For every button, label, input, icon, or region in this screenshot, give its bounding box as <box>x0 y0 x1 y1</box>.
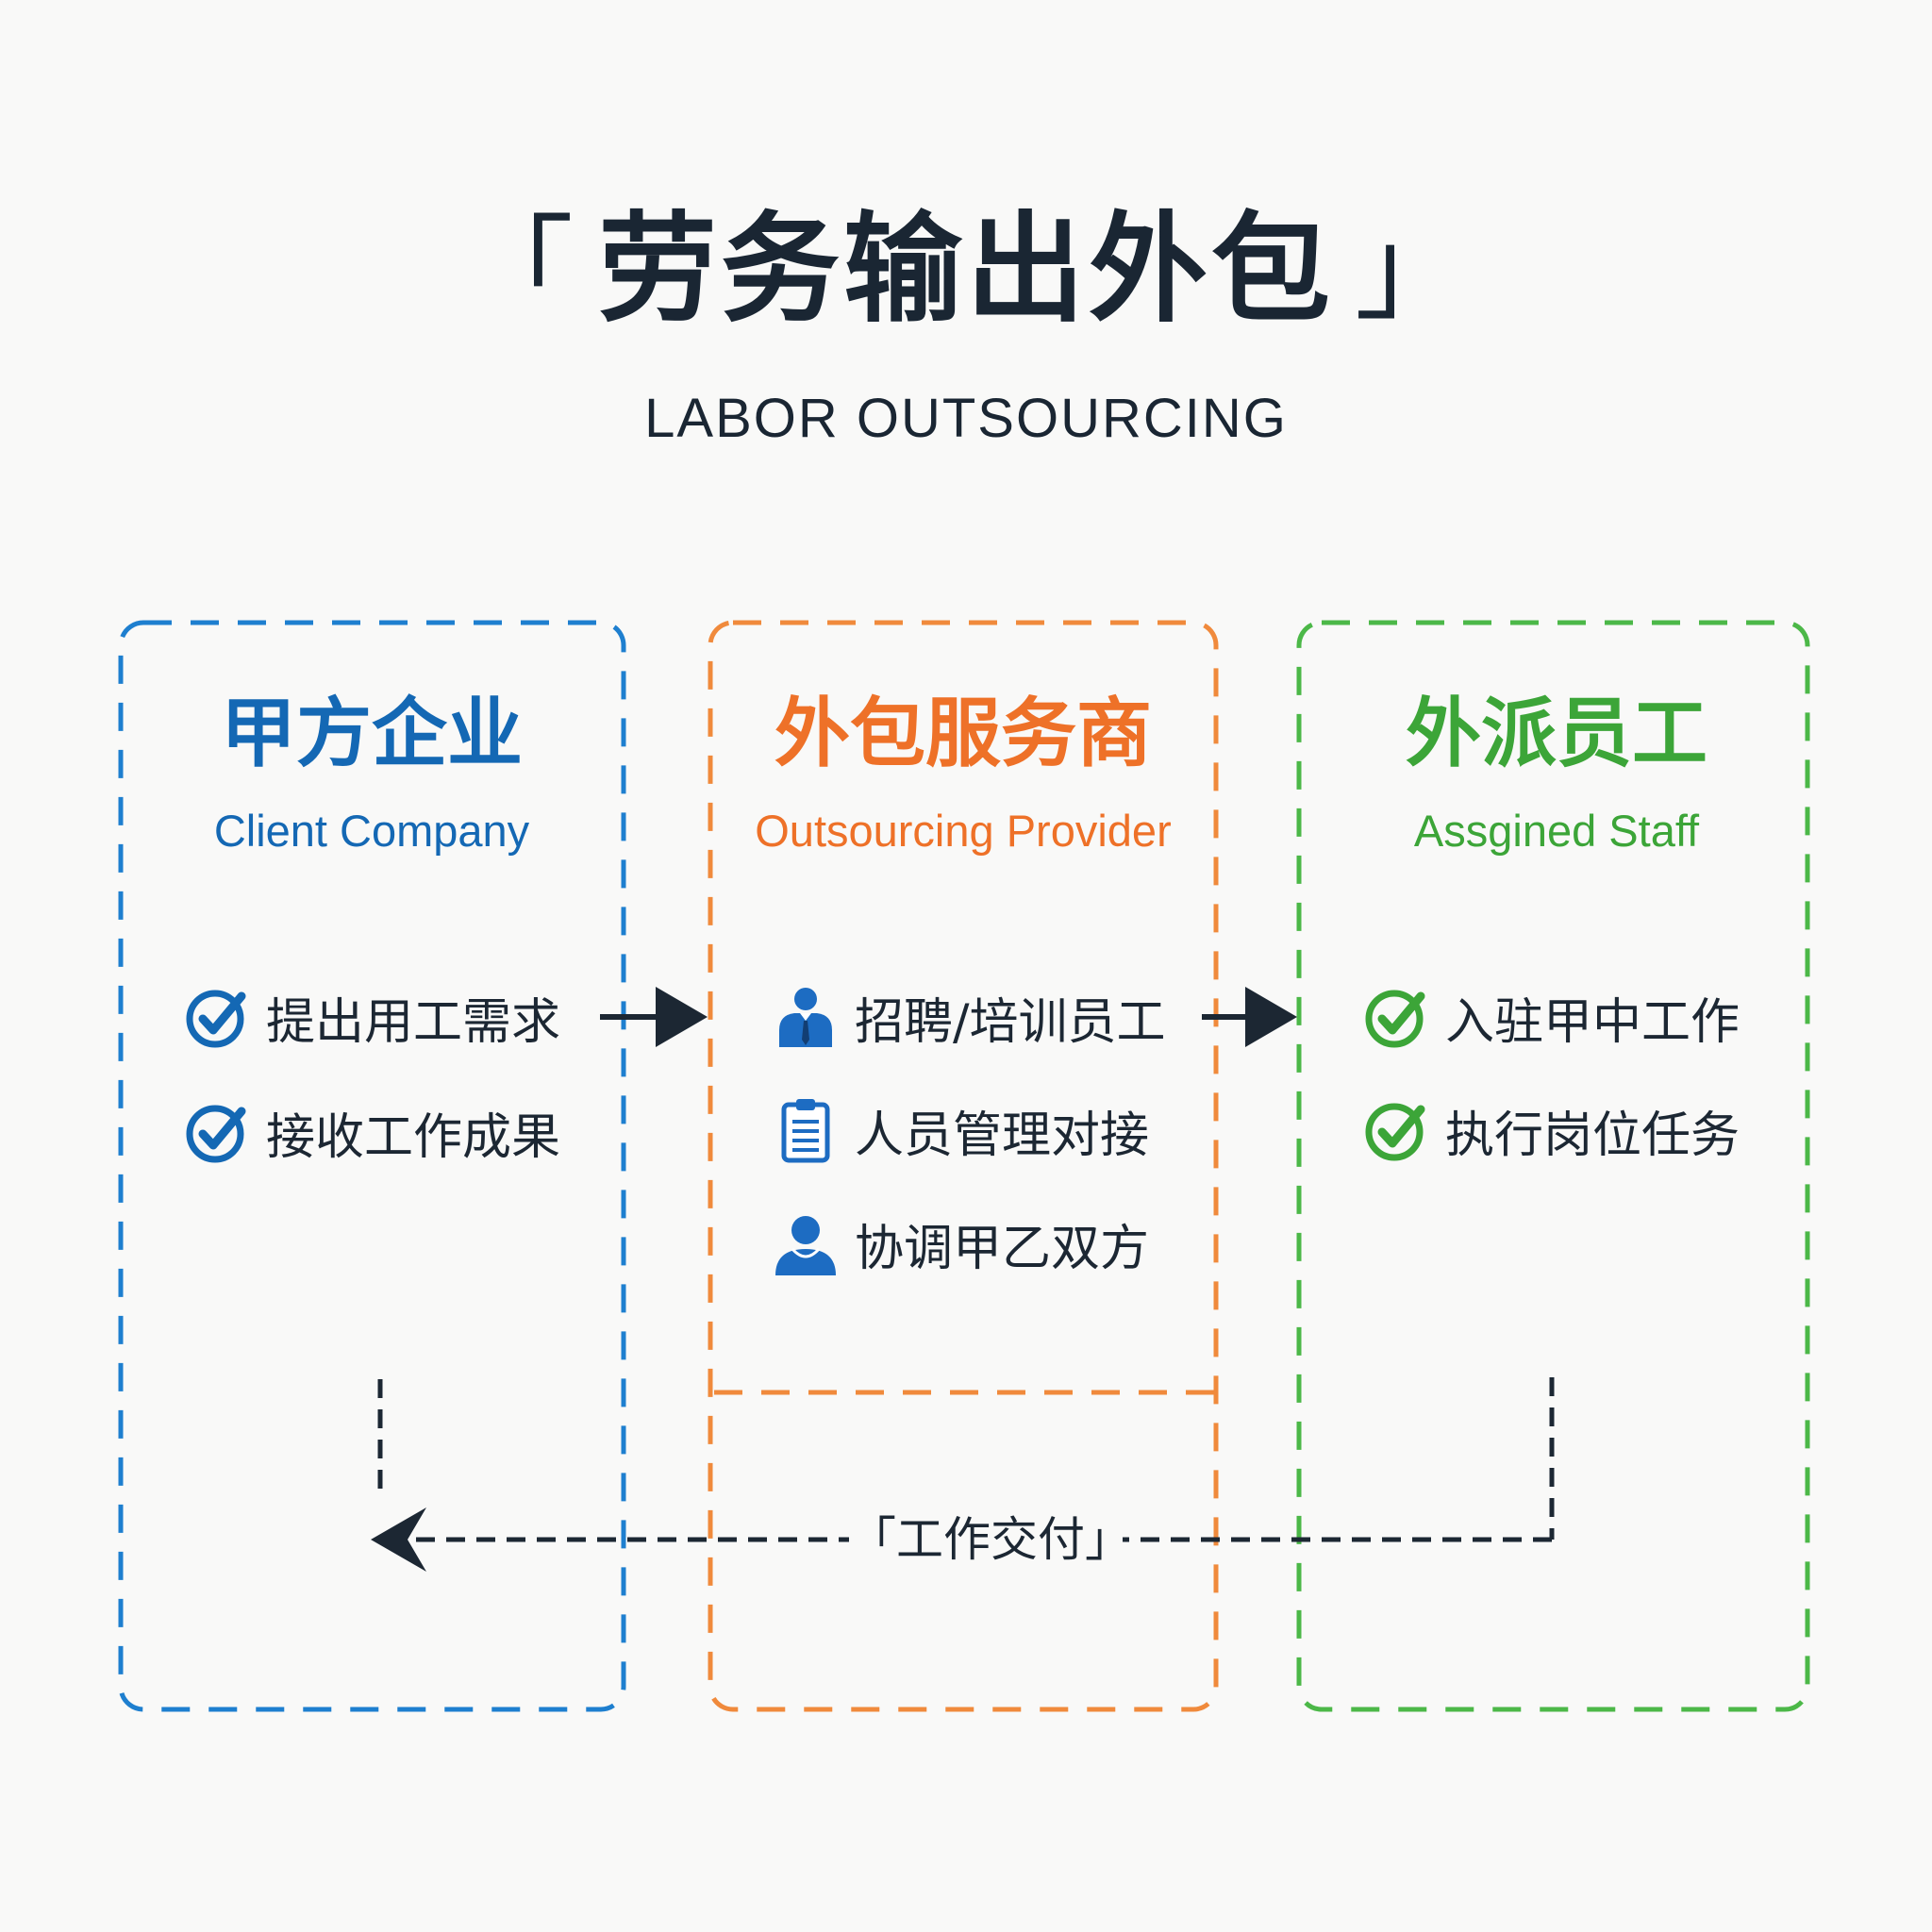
staff-item-label: 执行岗位任务 <box>1445 1107 1740 1164</box>
provider-item: 招聘/培训员工 <box>772 979 1166 1055</box>
person-icon <box>772 1209 840 1277</box>
delivery-label: 「工作交付」 <box>849 1506 1132 1574</box>
page-title: 「 劳务输出外包 」 <box>0 175 1932 344</box>
provider-item: 人员管理对接 <box>772 1092 1149 1168</box>
check-circle-icon <box>1362 983 1430 1051</box>
client-title-zh: 甲方企业 <box>221 690 523 777</box>
provider-item-label: 协调甲乙双方 <box>855 1220 1150 1277</box>
provider-title-zh: 外包服务商 <box>774 690 1152 777</box>
title-text: 劳务输出外包 <box>598 200 1334 339</box>
staff-header: 外派员工 Assgined Staff <box>1311 687 1802 864</box>
client-item: 提出用工需求 <box>183 979 560 1055</box>
staff-item: 执行岗位任务 <box>1362 1092 1740 1168</box>
arrow-provider-to-staff <box>1202 987 1297 1047</box>
check-circle-icon <box>183 983 251 1051</box>
businessman-icon <box>772 983 840 1051</box>
provider-title-en: Outsourcing Provider <box>755 806 1172 856</box>
client-box <box>118 620 626 1712</box>
staff-title-en: Assgined Staff <box>1413 806 1700 856</box>
client-header: 甲方企业 Client Company <box>126 687 617 864</box>
provider-box <box>708 620 1219 1712</box>
client-item-label: 接收工作成果 <box>266 1108 561 1166</box>
staff-item-label: 入驻甲中工作 <box>1445 993 1740 1051</box>
check-circle-icon <box>1362 1096 1430 1164</box>
title-open-bracket: 「 <box>460 205 577 336</box>
provider-item-label: 人员管理对接 <box>855 1107 1150 1164</box>
clipboard-icon <box>772 1096 840 1164</box>
check-circle-icon <box>183 1098 251 1166</box>
page-subtitle: LABOR OUTSOURCING <box>644 388 1288 449</box>
provider-header: 外包服务商 Outsourcing Provider <box>718 687 1208 864</box>
client-title-en: Client Company <box>213 806 530 856</box>
delivery-return-path <box>377 1377 1555 1542</box>
provider-item-label: 招聘/培训员工 <box>855 993 1166 1051</box>
client-item-label: 提出用工需求 <box>266 993 561 1051</box>
staff-item: 入驻甲中工作 <box>1362 979 1740 1055</box>
delivery-arrowhead <box>371 1507 426 1572</box>
title-close-bracket: 」 <box>1355 205 1472 336</box>
staff-box <box>1296 620 1810 1712</box>
provider-item: 协调甲乙双方 <box>772 1206 1149 1281</box>
arrow-client-to-provider <box>600 987 708 1047</box>
client-item: 接收工作成果 <box>183 1094 560 1170</box>
staff-title-zh: 外派员工 <box>1406 690 1707 777</box>
